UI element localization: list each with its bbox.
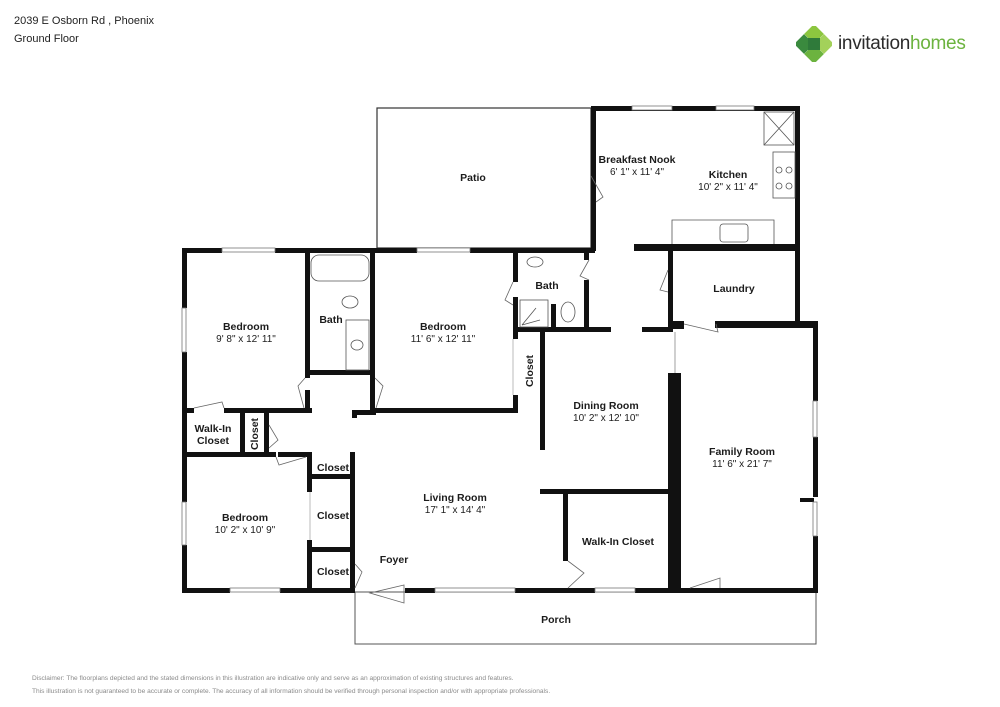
dims-dining-room: 10' 2" x 12' 10" — [573, 413, 639, 424]
fixtures — [310, 111, 796, 371]
disclaimer-line-2: This illustration is not guaranteed to b… — [32, 688, 551, 695]
door-swings — [193, 175, 721, 604]
label-closet-b: Closet — [317, 510, 350, 522]
label-closet-c: Closet — [317, 566, 350, 578]
walls — [182, 106, 818, 593]
label-bedroom-3: Bedroom — [222, 512, 268, 524]
bathtub-icon — [310, 254, 370, 282]
label-dining-room: Dining Room — [573, 400, 638, 412]
label-porch: Porch — [541, 614, 571, 626]
toilet-icon — [341, 295, 359, 309]
shower-icon — [519, 299, 549, 328]
vanity-icon — [345, 319, 370, 371]
clover-logo-icon — [796, 26, 832, 62]
label-breakfast-nook: Breakfast Nook — [598, 154, 675, 166]
bath-sink-icon — [526, 256, 544, 268]
label-closet-bedroom-2: Closet — [524, 354, 536, 387]
disclaimer-line-1: Disclaimer: The floorplans depicted and … — [32, 675, 514, 682]
label-kitchen: Kitchen — [709, 169, 748, 181]
label-laundry: Laundry — [713, 283, 755, 295]
label-closet-hall: Closet — [249, 417, 261, 450]
label-bath-1: Bath — [319, 314, 342, 326]
label-living-room: Living Room — [423, 492, 487, 504]
label-closet-a: Closet — [317, 462, 350, 474]
label-walk-in-closet-2: Walk-In Closet — [582, 536, 654, 548]
invitation-homes-logo: invitationhomes — [796, 24, 966, 64]
porch-outline — [354, 591, 817, 645]
logo-wordmark: invitationhomes — [838, 33, 966, 54]
label-bedroom-1: Bedroom — [223, 321, 269, 333]
dims-kitchen: 10' 2" x 11' 4" — [698, 182, 758, 193]
label-patio: Patio — [460, 172, 486, 184]
label-bath-2: Bath — [535, 280, 558, 292]
windows — [181, 105, 818, 593]
property-address: 2039 E Osborn Rd , Phoenix — [14, 15, 155, 27]
label-bedroom-2: Bedroom — [420, 321, 466, 333]
label-walk-in-closet-1: Walk-In — [195, 423, 232, 435]
dims-bedroom-3: 10' 2" x 10' 9" — [215, 525, 276, 536]
dims-living-room: 17' 1" x 14' 4" — [425, 505, 486, 516]
dims-family-room: 11' 6" x 21' 7" — [712, 459, 772, 470]
dims-breakfast-nook: 6' 1" x 11' 4" — [610, 167, 665, 178]
dims-bedroom-2: 11' 6" x 12' 11" — [411, 334, 476, 345]
floor-label: Ground Floor — [14, 33, 79, 45]
label-foyer: Foyer — [380, 554, 409, 566]
dims-bedroom-1: 9' 8" x 12' 11" — [216, 334, 276, 345]
sink-icon — [719, 223, 749, 243]
fridge-icon — [763, 111, 795, 146]
label-family-room: Family Room — [709, 446, 775, 458]
toilet-icon — [560, 301, 576, 323]
label-walk-in-closet-1-line2: Closet — [197, 435, 230, 447]
stove-icon — [772, 151, 796, 199]
